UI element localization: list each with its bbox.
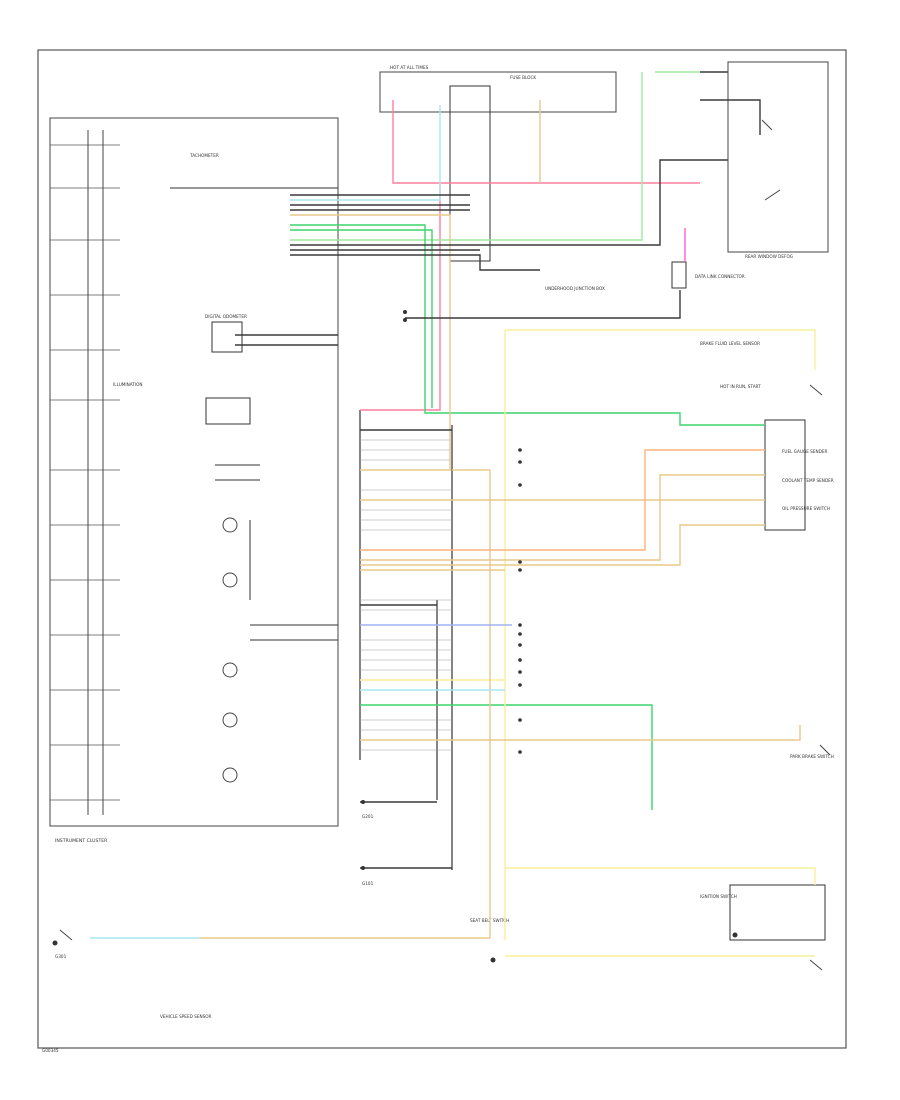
center-connector-rows: [360, 429, 452, 751]
rear-window-defog-box: [727, 61, 829, 253]
wire-light-green: [290, 72, 643, 241]
colored-wires: [90, 71, 816, 957]
wire-yellow-bottom: [505, 867, 816, 885]
data-link-connector-label: DATA LINK CONNECTOR: [695, 274, 745, 279]
illumination-label: ILLUMINATION: [113, 382, 143, 387]
g201-label: G201: [362, 814, 374, 819]
wire-green-lower: [360, 704, 653, 810]
wire-green: [290, 224, 765, 426]
switch-symbols: [59, 119, 831, 971]
hot-at-all-times-label: HOT AT ALL TIMES: [390, 65, 429, 70]
underhood-junction-label: UNDERHOOD JUNCTION BOX: [545, 286, 605, 291]
wire-orange: [360, 449, 765, 551]
tachometer-label: TACHOMETER: [189, 153, 219, 158]
instrument-cluster-box: [49, 117, 339, 827]
brake-fluid-level-label: BRAKE FLUID LEVEL SENSOR: [700, 341, 760, 346]
fuse-block-label: FUSE BLOCK: [510, 75, 536, 80]
rear-window-defog-label: REAR WINDOW DEFOG: [745, 254, 793, 259]
fuel-gauge-sender-label: FUEL GAUGE SENDER: [782, 449, 827, 454]
wire-red-2: [360, 183, 441, 411]
wire-tan-5: [360, 524, 765, 566]
ground-symbols: [52, 310, 738, 963]
wire-yellow: [505, 329, 816, 370]
diagram-frame: [37, 49, 847, 1049]
cluster-vertical-rails: [87, 130, 104, 815]
wire-tan-2: [290, 214, 451, 471]
wire-tan-7: [360, 725, 801, 741]
fuse-block-box: [379, 71, 617, 113]
g101-label: G101: [362, 881, 374, 886]
right-sensor-boxes: [729, 419, 826, 941]
oil-pressure-switch-label: OIL PRESSURE SWITCH: [782, 506, 830, 511]
vehicle-speed-sensor-label: VEHICLE SPEED SENSOR: [160, 1014, 212, 1019]
g301-label: G301: [55, 954, 67, 959]
coolant-temp-sender-label: COOLANT TEMP SENDER: [782, 478, 834, 483]
fuse-block-inner: [449, 85, 491, 262]
figure-code: G00345: [42, 1048, 59, 1053]
dark-wires: [235, 71, 761, 869]
digital-odometer-label: DIGITAL ODOMETER: [205, 314, 247, 319]
data-link-connector-box: [671, 261, 687, 289]
wire-tan-4: [360, 474, 765, 561]
instrument-cluster-label: INSTRUMENT CLUSTER: [55, 838, 108, 844]
central-harness: [359, 410, 453, 870]
ignition-switch-label: IGNITION SWITCH: [700, 894, 737, 899]
cluster-left-pins: [50, 144, 120, 801]
cluster-internal-blocks: [170, 187, 338, 641]
wire-tan-bottom: [200, 469, 491, 939]
indicator-bulbs: [222, 517, 238, 783]
hot-in-run-start-label: HOT IN RUN, START: [720, 384, 761, 389]
wire-cyan: [290, 105, 441, 201]
wire-red: [392, 100, 700, 184]
wire-green-2: [290, 229, 433, 408]
park-brake-switch-label: PARK BRAKE SWITCH: [790, 754, 834, 759]
